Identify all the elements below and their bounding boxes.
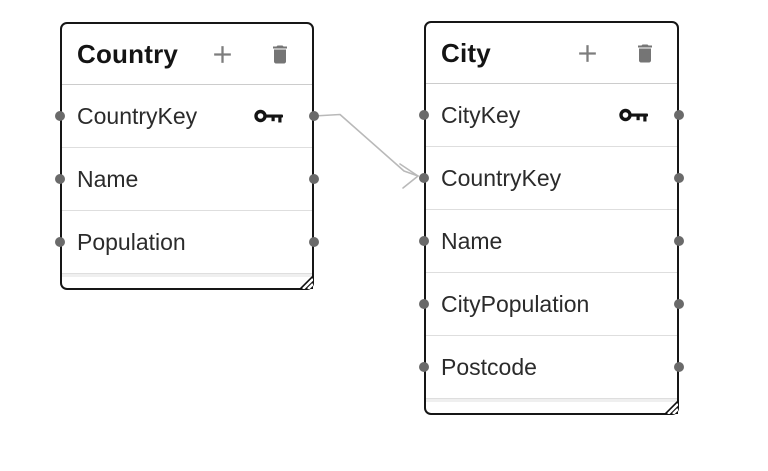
connection-handle-right[interactable]	[309, 111, 319, 121]
connection-handle-left[interactable]	[419, 173, 429, 183]
connection-handle-left[interactable]	[55, 111, 65, 121]
table-footer	[62, 273, 314, 290]
attribute-row[interactable]: Name	[419, 210, 684, 273]
connection-handle-right[interactable]	[674, 299, 684, 309]
delete-table-button[interactable]	[268, 41, 292, 68]
table-title: City	[441, 37, 491, 68]
attribute-name: Postcode	[441, 353, 537, 380]
primary-key-icon	[619, 107, 649, 123]
connection-handle-right[interactable]	[674, 173, 684, 183]
connection-handle-left[interactable]	[55, 237, 65, 247]
attribute-row[interactable]: Postcode	[419, 336, 684, 399]
attribute-name: CountryKey	[77, 102, 198, 129]
table-header: Country	[62, 24, 312, 85]
connection-handle-left[interactable]	[419, 299, 429, 309]
primary-key-icon	[254, 108, 284, 124]
relationship-line[interactable]	[313, 113, 419, 189]
connection-handle-right[interactable]	[674, 362, 684, 372]
entity-table-city[interactable]: City CityKey CountryKey	[419, 21, 684, 415]
add-attribute-button[interactable]	[210, 42, 235, 67]
add-attribute-button[interactable]	[575, 41, 600, 66]
attribute-row[interactable]: Population	[55, 211, 319, 274]
attribute-name: Name	[441, 227, 503, 254]
table-title: Country	[77, 38, 179, 69]
connection-handle-right[interactable]	[674, 236, 684, 246]
resize-grip[interactable]	[297, 273, 314, 290]
attribute-name: CityPopulation	[441, 290, 590, 317]
plus-icon	[579, 44, 596, 62]
delete-table-button[interactable]	[633, 40, 657, 67]
attribute-name: Population	[77, 228, 186, 255]
connection-handle-right[interactable]	[309, 174, 319, 184]
trash-icon	[273, 45, 287, 63]
entity-table-country[interactable]: Country CountryKey Name	[55, 22, 319, 290]
relationship-path	[313, 113, 419, 177]
connection-handle-left[interactable]	[55, 174, 65, 184]
connection-handle-right[interactable]	[674, 110, 684, 120]
connection-handle-left[interactable]	[419, 110, 429, 120]
connection-handle-right[interactable]	[309, 237, 319, 247]
attribute-name: CityKey	[441, 101, 521, 128]
trash-icon	[638, 44, 652, 62]
relationship-arrowhead	[399, 163, 419, 189]
table-footer	[426, 398, 679, 415]
attribute-name: CountryKey	[441, 164, 562, 191]
connection-handle-left[interactable]	[419, 362, 429, 372]
attribute-row[interactable]: CountryKey	[419, 147, 684, 210]
attribute-name: Name	[77, 165, 139, 192]
resize-grip[interactable]	[662, 398, 679, 415]
table-header: City	[426, 23, 677, 84]
attribute-row[interactable]: CountryKey	[55, 85, 319, 148]
attribute-row[interactable]: Name	[55, 148, 319, 211]
attribute-row[interactable]: CityPopulation	[419, 273, 684, 336]
attribute-row[interactable]: CityKey	[419, 84, 684, 147]
plus-icon	[214, 45, 231, 63]
connection-handle-left[interactable]	[419, 236, 429, 246]
